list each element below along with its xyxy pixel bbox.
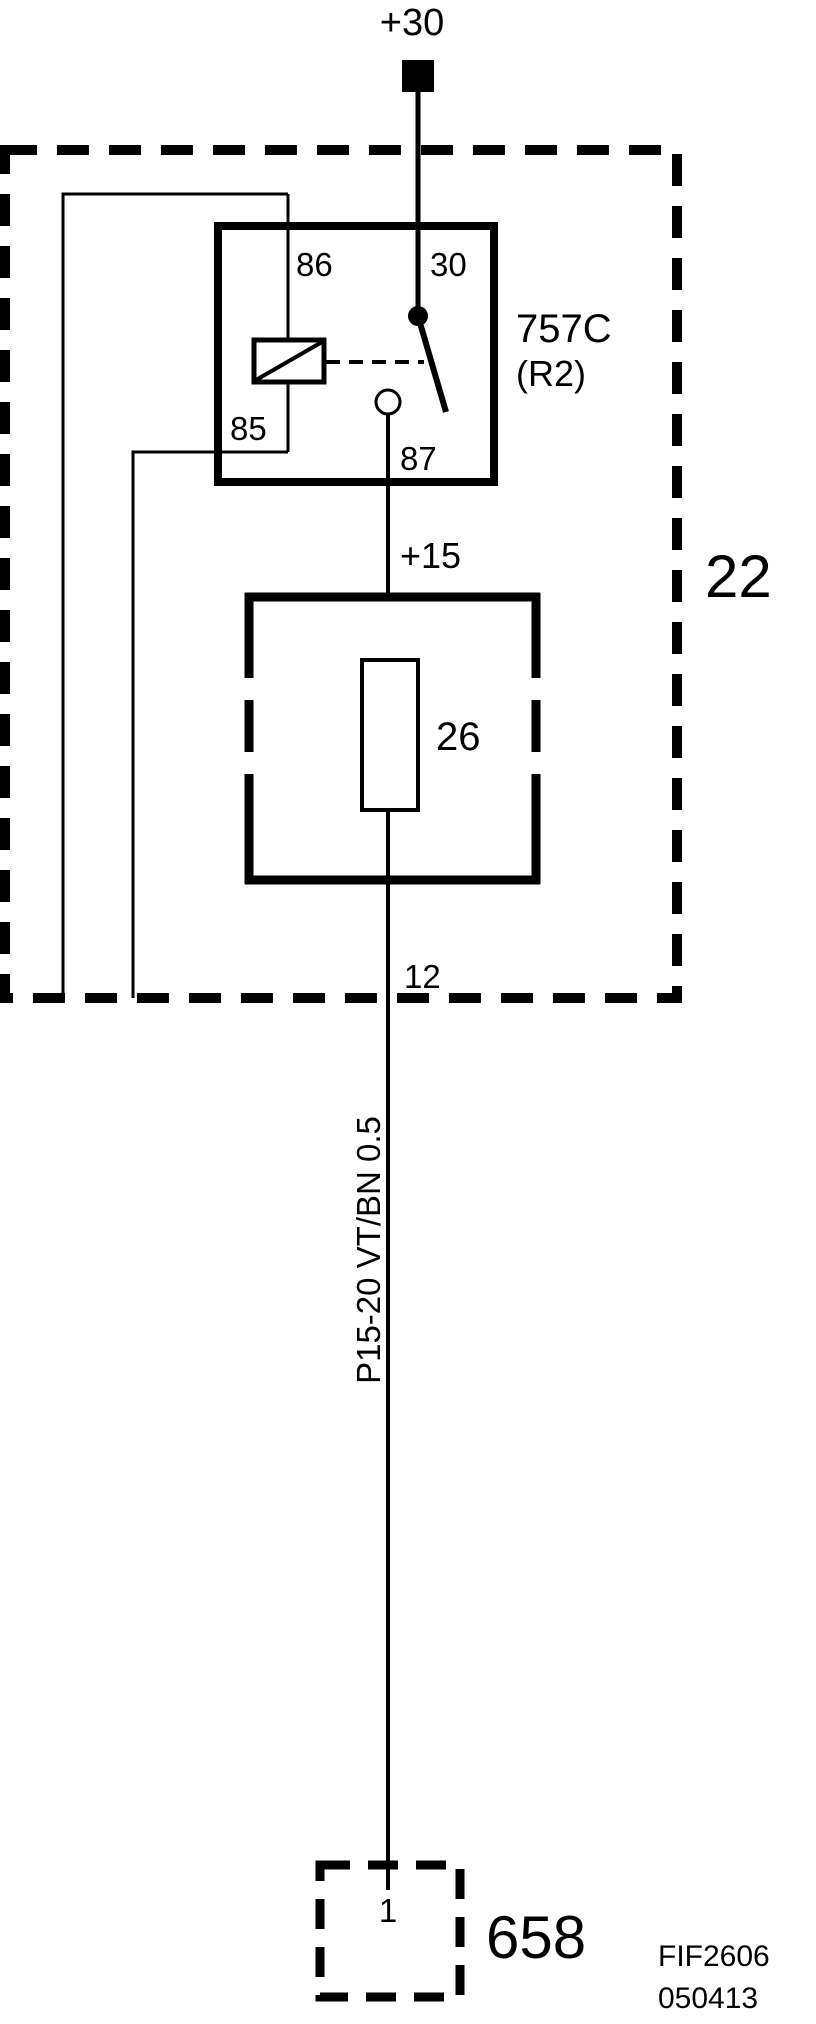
relay-contact-87-ring (374, 388, 402, 416)
figure-date: 050413 (658, 1982, 758, 2015)
relay-pin-86: 86 (296, 246, 333, 283)
connector-658-box (315, 1860, 465, 2002)
fuse-box-26 (244, 592, 541, 885)
supply-terminal (402, 60, 434, 92)
relay-pin-85: 85 (230, 410, 267, 447)
relay-pin-30: 30 (430, 246, 467, 283)
relay-id: 757C (516, 307, 612, 351)
module-pin-12: 12 (404, 958, 441, 995)
connector-number: 658 (486, 1904, 586, 1971)
module-22-number: 22 (705, 543, 772, 610)
module-22-enclosure (0, 145, 682, 1003)
relay-757c-box (214, 222, 498, 486)
relay-pin-87: 87 (400, 440, 437, 477)
wire-label: P15-20 VT/BN 0.5 (350, 1116, 387, 1384)
relay-coil-diagonal (255, 340, 323, 382)
relay-switch-arm (415, 315, 449, 413)
supply-plus30-label: +30 (380, 2, 444, 44)
connector-pin-1: 1 (379, 1892, 397, 1929)
fuse-element-icon (360, 658, 420, 812)
wire-85-control (131, 450, 218, 998)
relay-position: (R2) (516, 353, 586, 394)
figure-code: FIF2606 (658, 1940, 770, 1973)
fuse-number: 26 (436, 715, 481, 759)
supply-plus15-label: +15 (400, 535, 461, 576)
wire-86-control (61, 192, 288, 998)
